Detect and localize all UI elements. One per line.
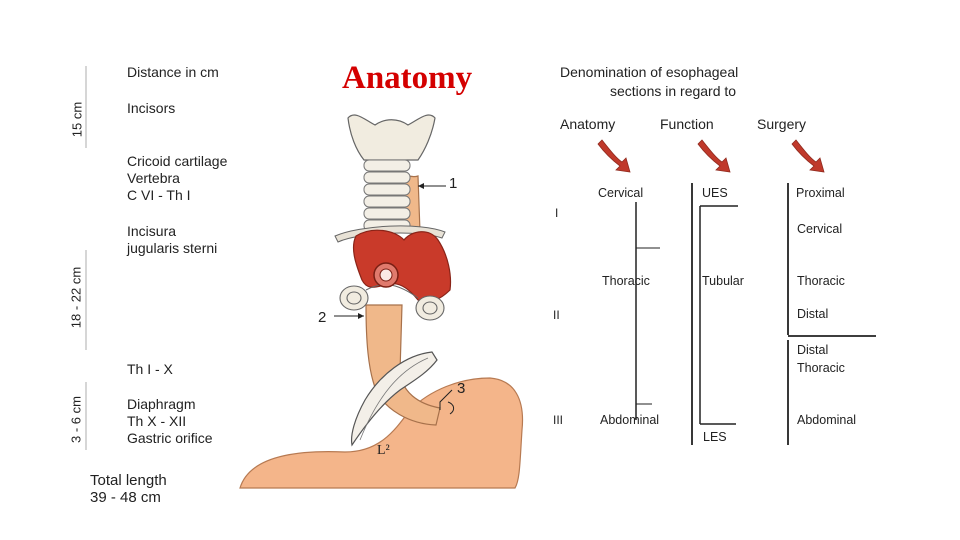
anatomy-cervical: Cervical	[598, 186, 644, 200]
roman-ii: II	[553, 308, 560, 322]
column-surgery: Surgery	[757, 116, 807, 132]
vertebra-label: Vertebra	[127, 170, 180, 186]
surgery-cervical: Cervical	[797, 222, 843, 236]
total-length-value: 39 - 48 cm	[90, 489, 161, 506]
marker-3: 3	[457, 380, 466, 397]
jugularis-label: jugularis sterni	[127, 240, 218, 256]
function-tubular: Tubular	[702, 274, 744, 288]
surgery-proximal: Proximal	[796, 186, 845, 200]
arrow-anatomy-icon	[597, 139, 631, 173]
cricoid-label: Cricoid cartilage	[127, 153, 228, 169]
surgery-thoracic-2: Thoracic	[797, 361, 845, 375]
column-function: Function	[660, 116, 714, 132]
incisors-label: Incisors	[127, 100, 176, 116]
function-ues: UES	[702, 186, 728, 200]
diaphragm-label: Diaphragm	[127, 396, 196, 412]
bronchi	[339, 285, 445, 321]
gastric-orifice-label: Gastric orifice	[127, 430, 213, 446]
right-header-line2: sections in regard to	[610, 83, 737, 99]
roman-i: I	[555, 206, 558, 220]
anatomy-thoracic: Thoracic	[602, 274, 650, 288]
marker-l: L²	[377, 443, 390, 458]
roman-iii: III	[553, 413, 563, 427]
surgery-distal: Distal	[797, 307, 829, 321]
th-i-x-label: Th I - X	[127, 361, 173, 377]
marker-1: 1	[449, 175, 458, 192]
total-length-label: Total length	[90, 472, 167, 489]
right-header-line1: Denomination of esophageal	[560, 64, 739, 80]
stomach-shape	[239, 377, 524, 489]
surgery-thoracic: Thoracic	[797, 274, 845, 288]
surgery-distal-2: Distal	[797, 343, 829, 357]
surgery-abdominal: Abdominal	[797, 413, 857, 427]
column-anatomy: Anatomy	[560, 116, 616, 132]
incisura-label: Incisura	[127, 223, 177, 239]
cvi-thi-label: C VI - Th I	[127, 187, 191, 203]
arrow-function-icon	[697, 139, 731, 173]
larynx-shape	[347, 114, 436, 161]
distance-label: Distance in cm	[127, 64, 219, 80]
arrow-surgery-icon	[791, 139, 825, 173]
anatomy-abdominal: Abdominal	[600, 413, 660, 427]
th-x-xii-label: Th X - XII	[127, 413, 187, 429]
diaphragm-shape	[350, 351, 438, 447]
slide-title: Anatomy	[342, 60, 473, 96]
marker-2: 2	[318, 309, 327, 326]
function-les: LES	[703, 430, 727, 444]
